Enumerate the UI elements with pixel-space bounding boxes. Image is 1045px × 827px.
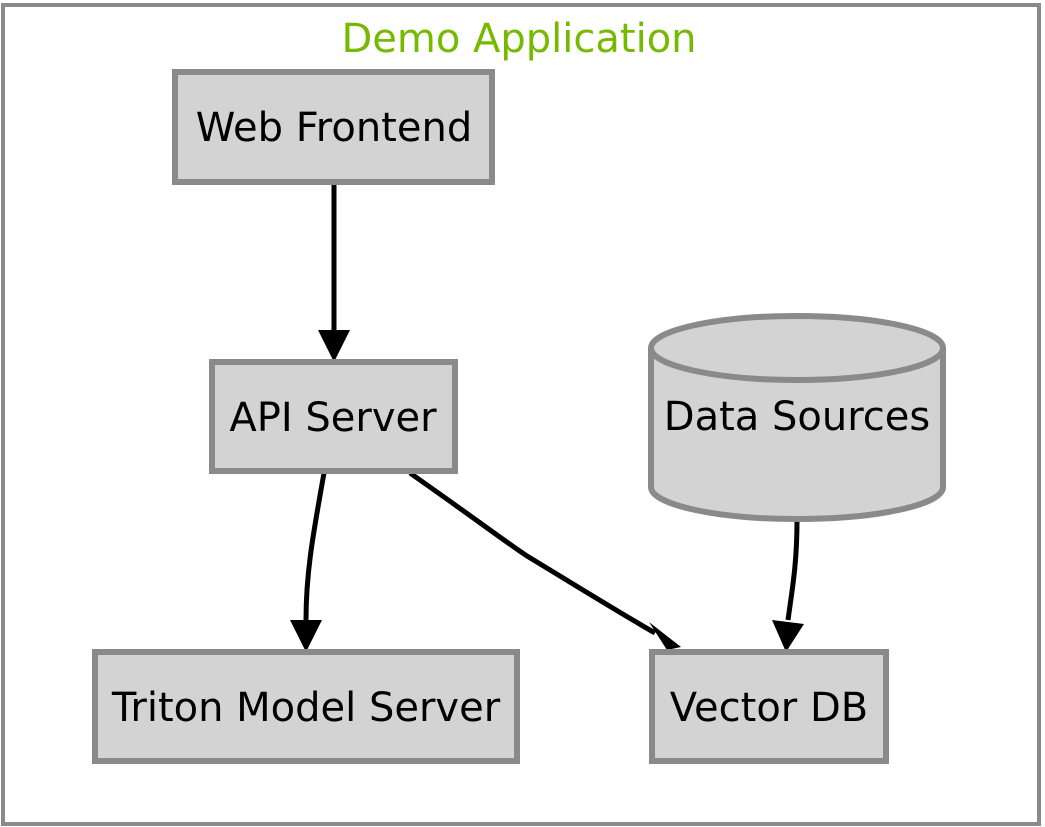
node-label: Data Sources [664, 394, 930, 440]
node-label: Vector DB [670, 685, 868, 731]
node-vector-db: Vector DB [649, 649, 889, 764]
cylinder-body [648, 348, 946, 522]
cylinder-top [648, 313, 946, 383]
node-api-server: API Server [209, 359, 458, 474]
edge-arrowhead [772, 620, 804, 652]
node-web-frontend: Web Frontend [172, 69, 495, 185]
node-box [209, 359, 458, 474]
node-label: Triton Model Server [111, 685, 501, 731]
edge-data-sources-to-vector-db [785, 519, 800, 621]
diagram-title: Demo Application [341, 16, 696, 62]
node-label: API Server [229, 395, 437, 441]
node-label: Web Frontend [196, 105, 472, 151]
edge-arrowhead [318, 330, 350, 362]
node-data-sources: Data Sources [648, 313, 946, 522]
edge-arrowhead [649, 622, 681, 650]
node-triton-model-server: Triton Model Server [92, 649, 520, 764]
edge-api-server-to-triton [303, 472, 327, 621]
edge-api-server-to-vector-db [408, 470, 657, 636]
edge-arrowhead [290, 620, 322, 652]
node-box [649, 649, 889, 764]
node-box [92, 649, 520, 764]
edges [290, 182, 804, 652]
node-box [172, 69, 495, 185]
